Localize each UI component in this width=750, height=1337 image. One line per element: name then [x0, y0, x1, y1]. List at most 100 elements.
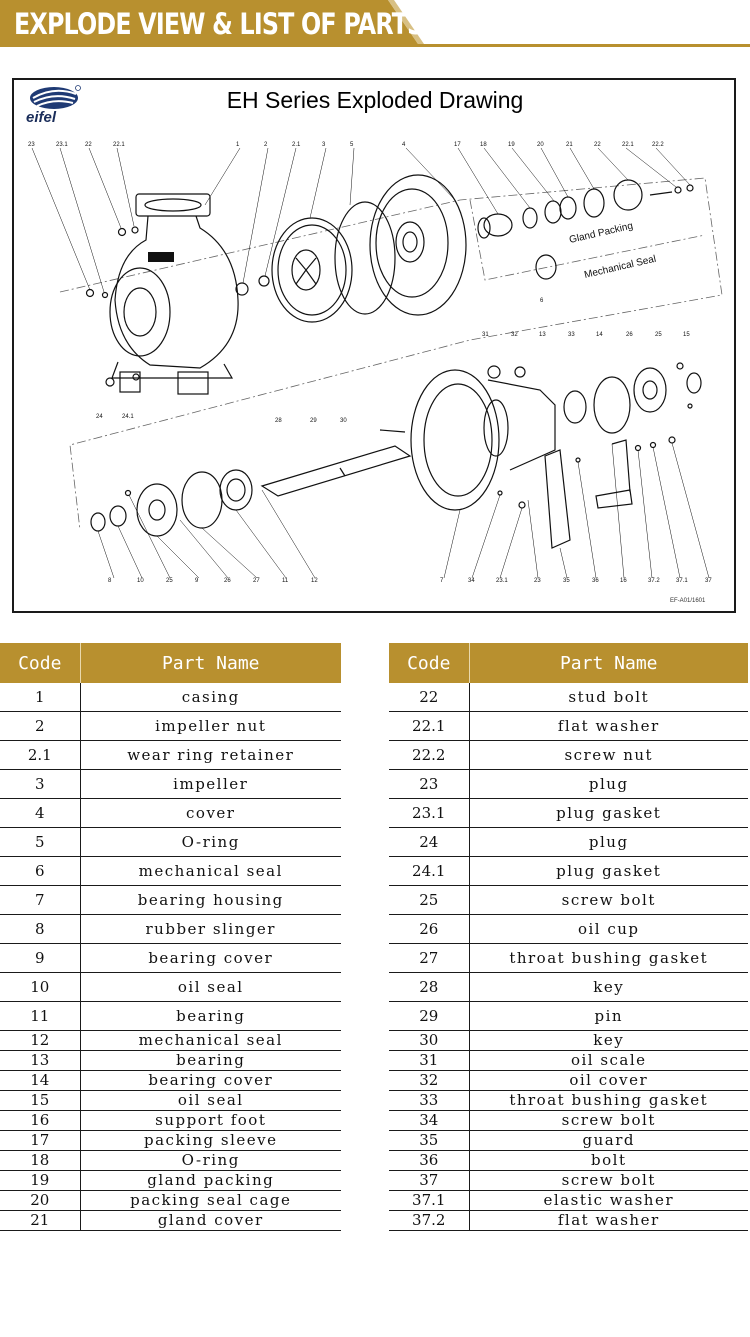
part-code: 6 [0, 856, 81, 886]
part-name-header: Part Name [80, 643, 341, 683]
part-code: 15 [0, 1090, 81, 1111]
part-name: O-ring [80, 1150, 341, 1171]
part-code: 24 [389, 827, 470, 857]
part-name: flat washer [469, 711, 748, 741]
part-code: 29 [389, 1001, 470, 1031]
part-code: 18 [0, 1150, 81, 1171]
svg-text:24.1: 24.1 [122, 414, 134, 420]
svg-text:35: 35 [563, 578, 570, 584]
part-code: 14 [0, 1070, 81, 1091]
part-name: bolt [469, 1150, 748, 1171]
part-code: 24.1 [389, 856, 470, 886]
part-name: key [469, 972, 748, 1002]
part-code: 37.2 [389, 1210, 470, 1231]
part-code: 35 [389, 1130, 470, 1151]
svg-text:37.1: 37.1 [676, 578, 688, 584]
logo-text: eifel [26, 109, 57, 126]
shaft-part [260, 429, 412, 497]
svg-text:36: 36 [592, 578, 599, 584]
banner-background [0, 0, 750, 47]
part-name: screw bolt [469, 1170, 748, 1191]
part-code: 37.1 [389, 1190, 470, 1211]
dashed-guides [59, 177, 723, 531]
svg-text:26: 26 [224, 578, 231, 584]
part-name: oil cover [469, 1070, 748, 1091]
svg-text:8: 8 [108, 578, 112, 584]
svg-text:10: 10 [137, 578, 144, 584]
plug-parts [85, 226, 270, 387]
part-code: 28 [389, 972, 470, 1002]
svg-text:15: 15 [683, 332, 690, 338]
drawing-code: EF-A01/1601 [670, 598, 706, 604]
svg-text:22: 22 [85, 142, 92, 148]
eifel-logo-icon [30, 85, 81, 109]
part-name: throat bushing gasket [469, 943, 748, 973]
part-name: packing seal cage [80, 1190, 341, 1211]
part-name: key [469, 1030, 748, 1051]
svg-text:3: 3 [322, 142, 326, 148]
callout-labels: 23 23.1 22 22.1 1 2 2.1 3 5 4 17 18 19 2… [28, 142, 712, 584]
part-name: bearing cover [80, 1070, 341, 1091]
svg-text:11: 11 [282, 578, 289, 584]
part-name: oil seal [80, 1090, 341, 1111]
part-name: bearing housing [80, 885, 341, 915]
svg-text:9: 9 [195, 578, 199, 584]
svg-text:37: 37 [705, 578, 712, 584]
gland-packing-note: Gland Packing [568, 221, 634, 246]
part-code: 34 [389, 1110, 470, 1131]
svg-text:32: 32 [511, 332, 518, 338]
svg-text:5: 5 [350, 142, 354, 148]
svg-text:28: 28 [275, 418, 282, 424]
part-code: 27 [389, 943, 470, 973]
part-name: guard [469, 1130, 748, 1151]
svg-text:25: 25 [655, 332, 662, 338]
svg-text:23: 23 [534, 578, 541, 584]
part-name: impeller nut [80, 711, 341, 741]
leader-lines [31, 147, 710, 579]
svg-text:22.1: 22.1 [113, 142, 125, 148]
part-code: 3 [0, 769, 81, 799]
drawing-frame [12, 78, 736, 613]
svg-text:31: 31 [482, 332, 489, 338]
part-name: elastic washer [469, 1190, 748, 1211]
svg-text:12: 12 [311, 578, 318, 584]
part-code: 31 [389, 1050, 470, 1071]
part-code: 9 [0, 943, 81, 973]
svg-text:19: 19 [508, 142, 515, 148]
svg-text:1: 1 [236, 142, 240, 148]
svg-text:2: 2 [264, 142, 268, 148]
part-name: bearing cover [80, 943, 341, 973]
part-code: 4 [0, 798, 81, 828]
part-name: plug gasket [469, 798, 748, 828]
part-name: screw bolt [469, 1110, 748, 1131]
part-name: bearing [80, 1050, 341, 1071]
svg-text:18: 18 [480, 142, 487, 148]
svg-text:24: 24 [96, 414, 103, 420]
part-code: 19 [0, 1170, 81, 1191]
part-name: oil seal [80, 972, 341, 1002]
part-code: 36 [389, 1150, 470, 1171]
code-header: Code [0, 643, 81, 683]
part-name: plug [469, 827, 748, 857]
